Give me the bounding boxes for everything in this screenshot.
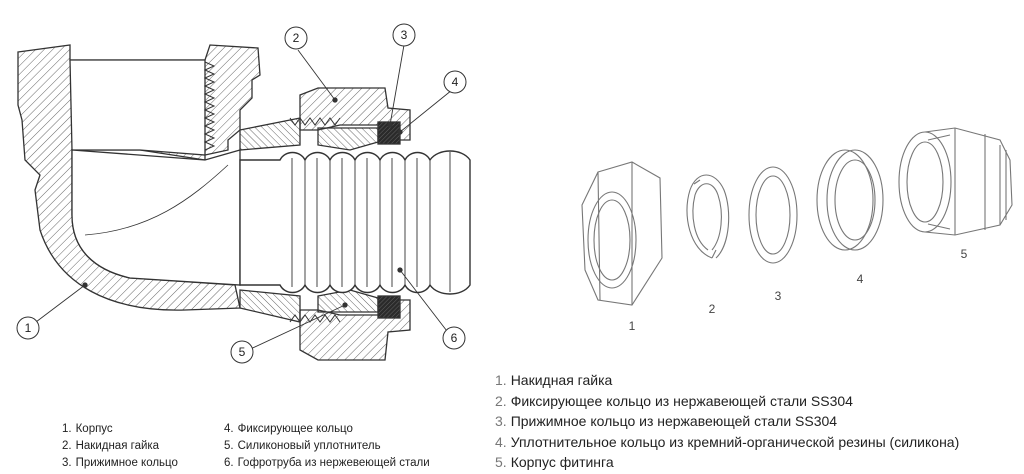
part-label-5: 5 <box>961 247 968 261</box>
seal-bottom <box>377 295 401 319</box>
leader-lines <box>31 44 453 353</box>
part-nut <box>581 161 663 306</box>
legend-item: 1.Накидная гайка <box>495 372 613 388</box>
part-label-3: 3 <box>775 289 782 303</box>
section-view <box>17 44 471 361</box>
legend-item: 1.Корпус <box>62 423 113 435</box>
legend-item: 5.Силиконовый уплотнитель <box>224 440 381 452</box>
part-flat-ring <box>748 166 798 264</box>
socket-bore <box>69 59 206 156</box>
legend-item: 3.Прижимное кольцо из нержавеющей стали … <box>495 413 838 429</box>
legend-item: 5.Корпус фитинга <box>495 454 614 470</box>
socket-threads <box>203 61 216 151</box>
inner-curve <box>84 164 229 236</box>
callout-5: 5 <box>239 345 246 359</box>
part-split-ring <box>686 174 730 259</box>
part-seal-ring <box>816 149 884 251</box>
tail-threads-top <box>239 117 301 151</box>
legend-item: 3.Прижимное кольцо <box>62 457 178 469</box>
press-ring-bottom <box>317 289 379 313</box>
parts-legend: 1.Накидная гайка 2.Фиксирующее кольцо из… <box>495 370 1024 473</box>
callout-2: 2 <box>293 31 300 45</box>
legend-column-2: 4.Фиксирующее кольцо 5.Силиконовый уплот… <box>224 421 430 472</box>
callout-4: 4 <box>452 75 459 89</box>
elbow-passage <box>71 149 241 286</box>
part-label-2: 2 <box>709 302 716 316</box>
callout-1: 1 <box>25 321 32 335</box>
legend-item: 4.Фиксирующее кольцо <box>224 423 353 435</box>
pipe-ribs <box>291 152 451 292</box>
callout-6: 6 <box>451 331 458 345</box>
zigzag-bottom <box>289 314 341 323</box>
legend-item: 4.Уплотнительное кольцо из кремний-орган… <box>495 433 960 450</box>
zigzag-top <box>289 117 341 126</box>
legend-item: 6.Гофротруба из нержевеющей стали <box>224 457 430 469</box>
part-fitting-body <box>898 127 1013 236</box>
legend-item: 2.Фиксирующее кольцо из нержавеющей стал… <box>495 392 853 409</box>
exploded-view <box>581 127 1013 306</box>
legend-item: 2.Накидная гайка <box>62 440 160 452</box>
section-callouts <box>16 23 467 364</box>
callout-3: 3 <box>401 28 408 42</box>
legend-column-1: 1.Корпус 2.Накидная гайка 3.Прижимное ко… <box>62 421 178 472</box>
part-label-1: 1 <box>629 319 636 333</box>
press-ring-top <box>317 127 379 151</box>
tail-threads-bottom <box>239 289 301 323</box>
part-label-4: 4 <box>857 272 864 286</box>
